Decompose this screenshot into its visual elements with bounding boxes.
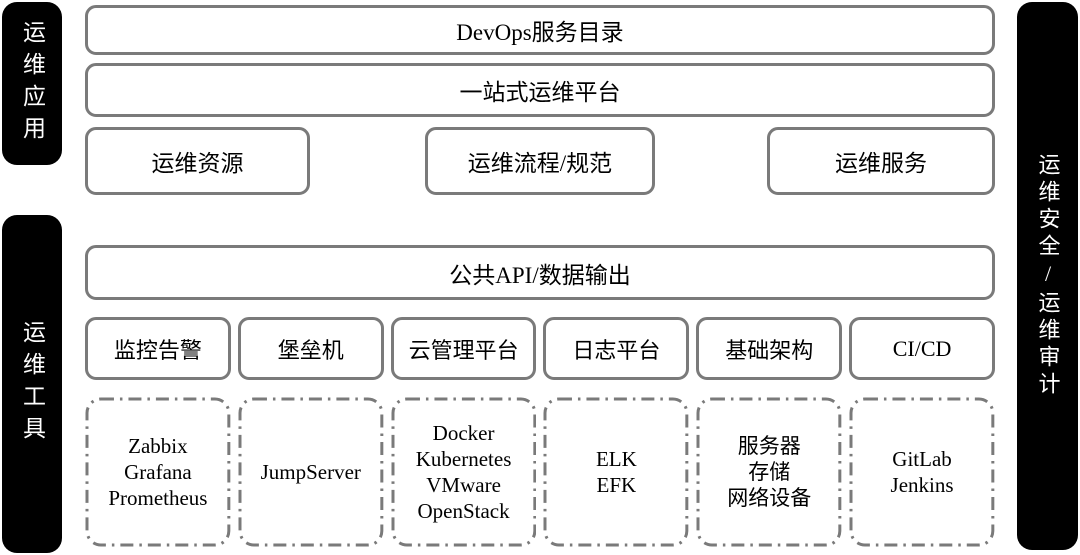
devops-service-catalog-box: DevOps服务目录: [85, 5, 995, 55]
tools-cloud-label: Docker Kubernetes VMware OpenStack: [415, 420, 512, 524]
dash-dot-frame: [238, 397, 384, 547]
category-bastion-box: 堡垒机: [237, 317, 384, 380]
category-cloud-mgmt-box: 云管理平台: [390, 317, 537, 380]
devops-service-catalog-label: DevOps服务目录: [456, 20, 624, 45]
module-ops-services-label: 运维服务: [835, 151, 927, 176]
category-cloud-mgmt-label: 云管理平台: [408, 337, 519, 363]
module-ops-resources-label: 运维资源: [151, 151, 244, 176]
sidebar-ops-tools-label: 运维工具: [19, 320, 45, 448]
tools-infrastructure-label: 服务器 存储 网络设备: [727, 433, 812, 511]
public-api-output-label: 公共API/数据输出: [449, 262, 631, 288]
category-bastion-label: 堡垒机: [277, 337, 344, 363]
category-infrastructure-label: 基础架构: [725, 337, 814, 363]
category-cicd-box: CI/CD: [849, 317, 995, 380]
tools-monitoring-label: Zabbix Grafana Prometheus: [108, 433, 208, 511]
module-ops-process-box: 运维流程/规范: [425, 127, 655, 195]
sidebar-ops-tools: 运维工具: [2, 215, 62, 553]
category-monitoring-label: 监控告警: [113, 337, 202, 363]
public-api-output-box: 公共API/数据输出: [85, 245, 995, 300]
tools-monitoring-box: Zabbix Grafana Prometheus: [85, 397, 231, 547]
category-cicd-label: CI/CD: [892, 335, 952, 361]
tool-row: Zabbix Grafana Prometheus JumpServer Doc…: [85, 397, 995, 547]
sidebar-ops-applications-label: 运维应用: [19, 19, 45, 148]
tools-infrastructure-box: 服务器 存储 网络设备: [696, 397, 842, 547]
dash-dot-frame: [543, 397, 689, 547]
diagram-main-area: DevOps服务目录 一站式运维平台 运维资源 运维流程/规范 运维服务 公共A…: [85, 0, 995, 555]
dash-dot-frame: [849, 397, 995, 547]
module-ops-process-label: 运维流程/规范: [467, 151, 613, 176]
sidebar-ops-security-audit-label: 运维安全/运维审计: [1035, 153, 1061, 399]
dash-dot-frame: [391, 397, 536, 547]
one-stop-platform-box: 一站式运维平台: [85, 63, 995, 117]
sidebar-ops-applications: 运维应用: [2, 2, 62, 165]
sidebar-ops-security-audit: 运维安全/运维审计: [1017, 2, 1078, 550]
module-ops-resources-box: 运维资源: [85, 127, 310, 195]
tools-cloud-box: Docker Kubernetes VMware OpenStack: [391, 397, 537, 547]
tools-cicd-box: GitLab Jenkins: [849, 397, 995, 547]
category-infrastructure-box: 基础架构: [696, 317, 843, 380]
tools-log-label: ELK EFK: [595, 446, 637, 497]
tools-log-box: ELK EFK: [543, 397, 689, 547]
module-ops-services-box: 运维服务: [767, 127, 995, 195]
tools-bastion-box: JumpServer: [238, 397, 384, 547]
one-stop-platform-label: 一站式运维平台: [459, 80, 621, 105]
tools-cicd-label: GitLab Jenkins: [890, 446, 954, 497]
dash-dot-frame: [85, 397, 231, 547]
category-monitoring-box: 监控告警: [85, 317, 231, 380]
dash-dot-frame: [696, 397, 842, 547]
category-log-platform-box: 日志平台: [543, 317, 690, 380]
category-row: 监控告警 堡垒机 云管理平台 日志平台 基础架构 CI/CD: [85, 317, 995, 380]
category-log-platform-label: 日志平台: [572, 337, 661, 363]
tools-bastion-label: JumpServer: [260, 459, 361, 484]
